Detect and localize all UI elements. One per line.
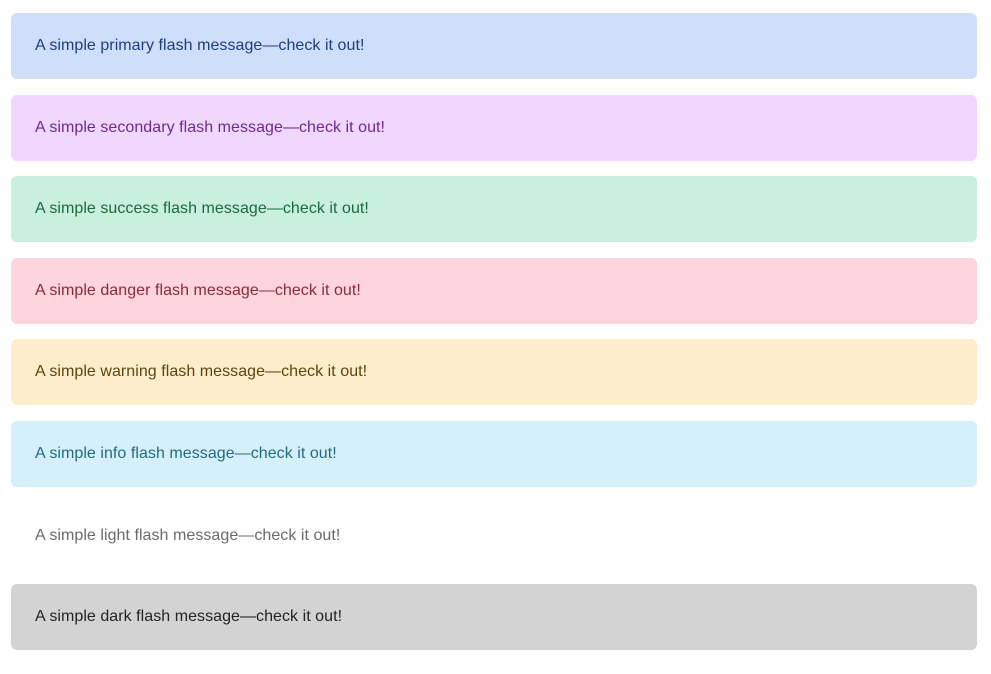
flash-message-list: A simple primary flash message—check it … bbox=[11, 13, 977, 651]
flash-message-text: A simple danger flash message—check it o… bbox=[35, 281, 361, 299]
flash-message-primary: A simple primary flash message—check it … bbox=[11, 13, 977, 79]
flash-message-text: A simple warning flash message—check it … bbox=[35, 363, 368, 381]
flash-message-dark: A simple dark flash message—check it out… bbox=[11, 584, 977, 651]
flash-message-text: A simple info flash message—check it out… bbox=[35, 444, 337, 462]
flash-message-text: A simple dark flash message—check it out… bbox=[35, 608, 343, 626]
flash-message-text: A simple secondary flash message—check i… bbox=[35, 118, 386, 136]
flash-message-light: A simple light flash message—check it ou… bbox=[11, 502, 977, 569]
flash-message-warning: A simple warning flash message—check it … bbox=[11, 339, 977, 406]
flash-message-success: A simple success flash message—check it … bbox=[11, 176, 977, 243]
flash-message-info: A simple info flash message—check it out… bbox=[11, 420, 977, 487]
flash-message-text: A simple light flash message—check it ou… bbox=[35, 526, 341, 544]
flash-message-text: A simple primary flash message—check it … bbox=[35, 37, 365, 54]
flash-message-danger: A simple danger flash message—check it o… bbox=[11, 257, 977, 324]
flash-message-secondary: A simple secondary flash message—check i… bbox=[11, 94, 977, 161]
flash-message-text: A simple success flash message—check it … bbox=[35, 200, 369, 218]
